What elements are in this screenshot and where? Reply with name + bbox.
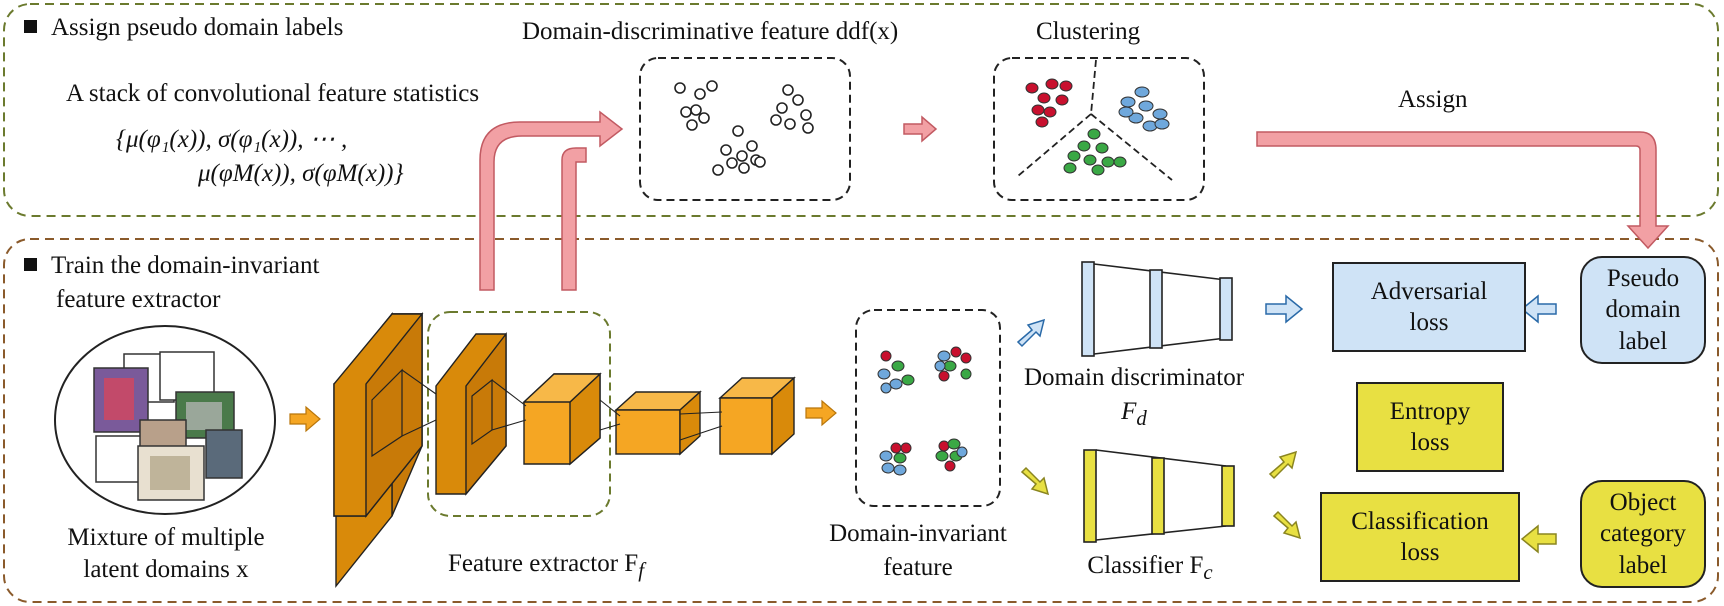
ddf-points: [674, 80, 814, 176]
conv-layer-5-side: [771, 376, 795, 456]
mixture-label-2: latent domains x: [83, 556, 249, 583]
ddf-box: [639, 57, 851, 201]
cluster-green: [1063, 128, 1127, 176]
conv-layer-5-front: [719, 397, 773, 455]
arrow-pseudo-to-adversarial: [1520, 294, 1557, 324]
mixed-cluster-1: [877, 350, 915, 394]
feature-extractor-label: Feature extractor Ff: [448, 550, 644, 582]
bottom-section-title-2: feature extractor: [56, 286, 221, 313]
cluster-blue: [1118, 86, 1170, 132]
domain-invariant-label-1: Domain-invariant: [829, 520, 1007, 547]
mixed-cluster-2: [934, 346, 972, 382]
arrow-to-adversarial: [1265, 294, 1304, 324]
ddf-label: Domain-discriminative feature ddf(x): [522, 18, 899, 45]
arrow-object-to-classification: [1520, 524, 1557, 554]
bottom-section-frame: [3, 238, 1719, 603]
classifier-network: [1083, 449, 1235, 543]
cluster-dividers: [1017, 59, 1173, 181]
top-section-frame: [3, 3, 1719, 217]
stats-arrow-outer: [479, 110, 624, 291]
orange-arrow-2: [805, 399, 837, 427]
assign-arrow: [1256, 131, 1670, 250]
bottom-section-title-1: Train the domain-invariant: [24, 252, 319, 281]
pink-arrow-small: [903, 115, 938, 143]
conv-layer-3-top: [522, 373, 602, 403]
arrow-to-entropy: [1268, 450, 1298, 480]
formula-line-2: μ(φM(x)), σ(φM(x))}: [198, 160, 404, 187]
conv-layer-1-side: [365, 312, 423, 518]
arrow-to-classifier: [1020, 466, 1050, 496]
clustering-label: Clustering: [1036, 18, 1141, 45]
conv-layer-2-side: [465, 331, 507, 496]
conv-layer-4-front: [615, 409, 681, 455]
feature-extractor-group: [427, 311, 611, 517]
discriminator-symbol: Fd: [1121, 398, 1147, 430]
domain-discriminator-network: [1081, 261, 1233, 357]
domain-invariant-label-2: feature: [883, 554, 953, 581]
stack-label: A stack of convolutional feature statist…: [66, 80, 480, 107]
domain-invariant-box: [855, 309, 1001, 507]
mixture-label-1: Mixture of multiple: [67, 524, 265, 551]
cluster-red: [1025, 78, 1073, 128]
discriminator-label: Domain discriminator: [1023, 364, 1245, 391]
bullet-square-icon: [24, 20, 37, 33]
clustering-box: [993, 57, 1205, 201]
orange-arrow-1: [289, 405, 321, 433]
pseudo-domain-label-box: Pseudo domain label: [1580, 256, 1706, 364]
top-section-title: Assign pseudo domain labels: [24, 14, 343, 43]
object-category-label-box: Object category label: [1580, 480, 1706, 588]
bullet-square-icon: [24, 258, 37, 271]
adversarial-loss-box: Adversarial loss: [1332, 262, 1526, 352]
arrow-to-discriminator: [1016, 318, 1046, 348]
stats-arrow-inner: [561, 147, 587, 291]
projection-lines: [401, 369, 723, 441]
classification-loss-box: Classification loss: [1320, 492, 1520, 582]
entropy-loss-box: Entropy loss: [1356, 382, 1504, 472]
arrow-to-classification: [1272, 510, 1302, 540]
assign-label: Assign: [1398, 86, 1468, 113]
classifier-label: Classifier Fc: [1087, 552, 1213, 584]
mixed-cluster-4: [935, 438, 968, 472]
mixture-images: [93, 351, 243, 501]
formula-line-1: {μ(φ₁(x)), σ(φ₁(x)), ⋯ ,: [116, 126, 348, 153]
mixed-cluster-3: [879, 442, 912, 476]
